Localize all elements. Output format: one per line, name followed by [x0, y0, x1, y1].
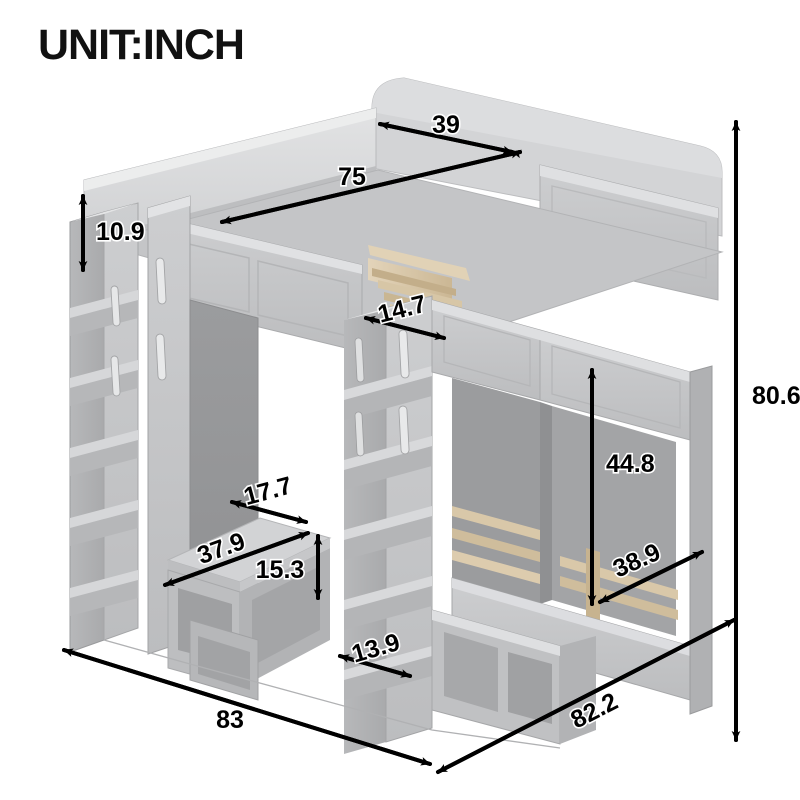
ladder-slot-handhold-icon — [354, 337, 365, 457]
floor-edge-line — [103, 639, 561, 749]
dimension-label-10-9: 10.9 — [96, 218, 145, 246]
desk-surface — [166, 517, 332, 592]
dimension-overall-height: 80.6 — [731, 120, 800, 742]
bottom-storage-cubbies — [431, 609, 596, 745]
dimension-label-75: 75 — [338, 163, 366, 191]
dimension-top-bunk-width: 39 — [378, 109, 522, 159]
page-title: UNIT:INCH — [38, 21, 245, 69]
dimension-label-44-8: 44.8 — [606, 450, 655, 478]
post-slot-handhold-icon — [155, 257, 167, 305]
right-end-post — [689, 365, 713, 715]
dimension-shelf-height: 15.3 — [254, 534, 323, 600]
left-ladder — [69, 202, 139, 653]
lower-bunk-center-post — [540, 402, 552, 604]
dimension-overall-depth-left: 83 — [62, 648, 432, 766]
ladder-slot-handhold-icon — [398, 329, 410, 455]
bunk-bed-body — [69, 77, 724, 754]
dimension-label-39: 39 — [432, 111, 460, 139]
dimension-label-80-6: 80.6 — [752, 382, 800, 410]
center-ladder — [344, 295, 433, 754]
post-slot-handhold-icon — [155, 333, 167, 381]
dimension-guardrail-height: 10.9 — [78, 194, 146, 272]
ladder-slot-handhold-icon — [110, 285, 121, 397]
dimension-top-bunk-length: 75 — [220, 149, 522, 225]
dimension-annotations: 39 75 10.9 14.7 — [62, 109, 800, 774]
left-bed-post — [147, 195, 191, 655]
dimension-label-15-3: 15.3 — [256, 556, 305, 584]
dimension-label-83: 83 — [216, 706, 244, 734]
lower-bunk-slats — [452, 506, 678, 630]
lower-bunk-right-panel — [431, 299, 691, 441]
dimension-lower-bunk-clearance: 44.8 — [587, 368, 656, 606]
